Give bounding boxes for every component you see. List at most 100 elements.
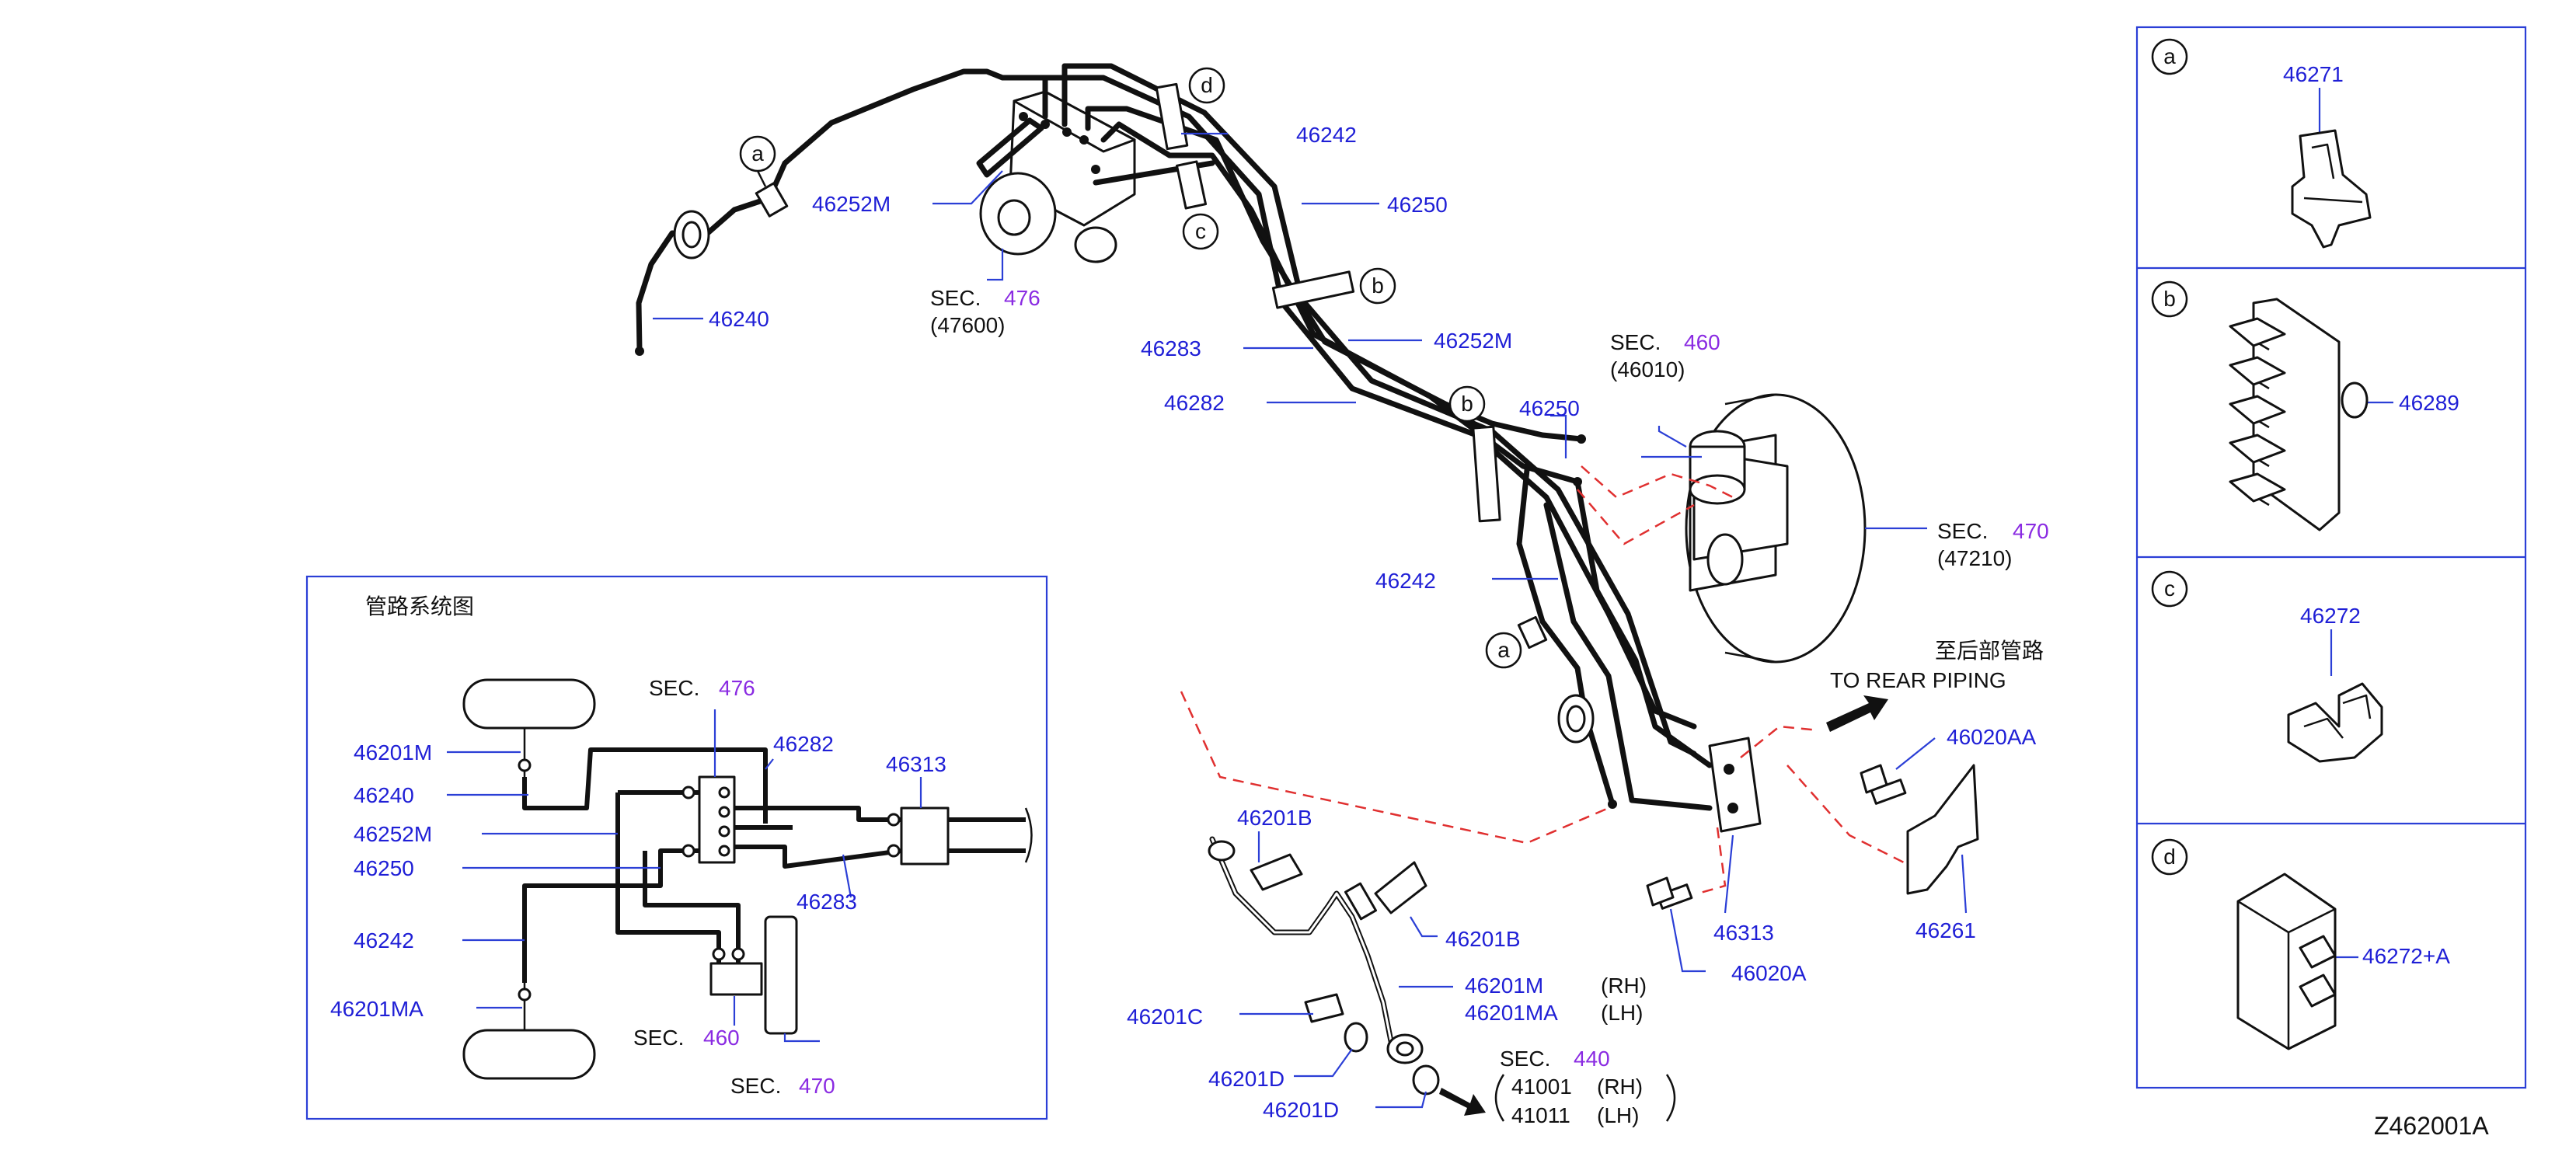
callout-a-lower: a [1485,632,1522,669]
part-41001: 41001 [1511,1075,1572,1099]
part-46282: 46282 [1164,391,1225,415]
sec-470-sub: (47210) [1937,546,2013,570]
legend-b-letter: b [2163,287,2176,311]
part-46242-mid: 46242 [1375,569,1436,593]
part-46201B-bottom: 46201B [1445,927,1521,951]
schematic-46252M: 46252M [354,822,432,846]
caliper-arrow [1439,1088,1486,1116]
schematic-sec-460-label: SEC. [633,1026,684,1050]
schematic-sec-470-number: 470 [799,1074,835,1098]
part-46201D-1: 46201D [1208,1067,1285,1091]
clip-d [1155,82,1189,151]
legend-panel-c: c 46272 [2151,570,2383,763]
schematic-46313 [900,806,950,866]
rh2-label: (RH) [1597,1075,1643,1099]
clip-46272-icon [2287,682,2383,763]
sec-440-label: SEC. [1500,1047,1550,1071]
lh2-label: (LH) [1597,1103,1639,1127]
clip-b-upper [1271,270,1355,309]
bracket-right [1665,1074,1676,1122]
part-46250-top: 46250 [1387,193,1448,217]
callout-d-label: d [1201,73,1213,97]
part-46283: 46283 [1141,336,1201,361]
sec-440-number: 440 [1574,1047,1610,1071]
bracket-46261 [1906,764,1979,895]
schematic-sec-476-number: 476 [719,676,755,700]
callout-c: c [1182,213,1219,250]
schematic-sec-460-number: 460 [703,1026,740,1050]
sec-460-number: 460 [1684,330,1720,354]
part-46252M-top: 46252M [812,192,891,216]
section-refs: SEC. 476 (47600) SEC. 460 (46010) SEC. 4… [930,286,2049,1127]
rear-piping-en: TO REAR PIPING [1830,668,2006,692]
callout-d: d [1188,67,1225,104]
bolt-46020AA [1860,764,1907,805]
part-46020AA: 46020AA [1947,725,2037,749]
legend-panel-d: d 46272+A [2151,838,2450,1050]
callout-b-lower: b [1448,385,1486,423]
schematic-46201M: 46201M [354,740,432,765]
clip-a [755,182,789,218]
main-assembly: a d c b b a 46240 46252M 46242 46250 [635,63,2049,1127]
part-46020A: 46020A [1731,961,1807,985]
junction-46313 [1708,737,1762,833]
legend-panels: a 46271 b 46289 [2135,26,2527,1089]
callout-b-label: b [1461,392,1473,416]
legend-c-part: 46272 [2300,604,2361,628]
part-46201D-2: 46201D [1263,1098,1339,1122]
clip-b-lower [1472,425,1501,523]
part-46201B-top: 46201B [1237,806,1312,830]
part-46313: 46313 [1713,921,1774,945]
master-cylinder [1689,430,1789,586]
sec-460-label: SEC. [1610,330,1661,354]
part-46201M: 46201M [1465,974,1543,998]
schematic-sec-470-label: SEC. [730,1074,781,1098]
pipe-46240 [635,68,1048,356]
legend-a-letter: a [2163,44,2176,68]
main-labels: 46240 46252M 46242 46250 46283 46282 462… [709,123,2037,1122]
callout-c-label: c [1195,219,1206,243]
part-46252M-mid: 46252M [1434,329,1512,353]
callout-a-top: a [739,135,776,172]
clip-46271-icon [2291,129,2372,249]
callout-a-label: a [751,141,764,165]
schematic-46242: 46242 [354,928,414,953]
part-46240: 46240 [709,307,769,331]
schematic-master-cylinder [709,962,763,996]
schematic-booster [764,915,798,1035]
schematic-46283: 46283 [797,890,857,914]
callout-a-label: a [1497,638,1510,662]
part-46201C: 46201C [1127,1005,1203,1029]
legend-d-part: 46272+A [2362,944,2450,968]
phantom-lines [1180,465,1905,895]
rear-piping-cn: 至后部管路 [1935,639,2044,663]
schematic-title: 管路系统图 [365,594,474,618]
drawing-id: Z462001A [2374,1112,2489,1140]
rear-piping-arrow [1826,695,1888,732]
bolt-46020A [1646,876,1693,910]
lh-label: (LH) [1601,1001,1643,1025]
leaders [653,132,1968,1109]
schematic-panel: 管路系统图 [305,575,1048,1120]
bracket-left [1494,1074,1505,1122]
part-46242-top: 46242 [1296,123,1357,147]
schematic-46250: 46250 [354,856,414,880]
schematic-sec-476-label: SEC. [649,676,699,700]
part-46250-mid: 46250 [1519,396,1580,420]
legend-panel-b: b 46289 [2151,280,2459,531]
rh-label: (RH) [1601,974,1647,998]
sec-476-sub: (47600) [930,313,1006,337]
part-41011: 41011 [1511,1103,1570,1127]
schematic-46201MA: 46201MA [330,997,424,1021]
schematic-46313: 46313 [886,752,946,776]
legend-b-part: 46289 [2399,391,2459,415]
part-46201MA: 46201MA [1465,1001,1558,1025]
rear-wheel [462,1029,596,1080]
legend-a-part: 46271 [2283,62,2344,86]
sec-470-number: 470 [2013,519,2049,543]
front-wheel [462,678,596,730]
legend-c-letter: c [2164,576,2175,601]
sec-470-label: SEC. [1937,519,1988,543]
callout-b-upper: b [1359,267,1396,305]
